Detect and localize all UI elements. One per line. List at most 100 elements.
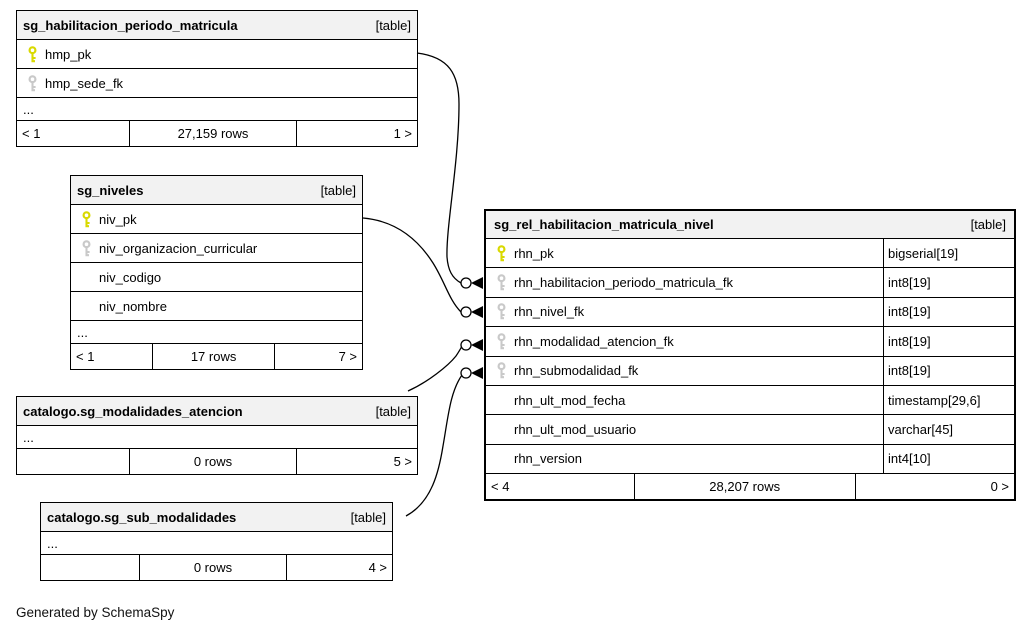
table-type-badge: [table]	[350, 509, 386, 525]
table-title-link[interactable]: sg_rel_habilitacion_matricula_nivel	[494, 217, 714, 232]
column-name: rhn_modalidad_atencion_fk	[514, 333, 674, 349]
foreign-key-icon	[497, 274, 506, 292]
column-name: rhn_ult_mod_fecha	[514, 392, 626, 408]
edge-modalidad-atencion	[407, 345, 463, 392]
primary-key-icon	[82, 210, 91, 228]
table-header: sg_rel_habilitacion_matricula_nivel [tab…	[486, 211, 1014, 238]
column-row: rhn_modalidad_atencion_fk int8[19]	[486, 326, 1014, 356]
table-footer: < 4 28,207 rows 0 >	[486, 473, 1014, 500]
column-row: rhn_nivel_fk int8[19]	[486, 296, 1014, 327]
column-row: rhn_ult_mod_fecha timestamp[29,6]	[486, 384, 1014, 415]
table-title-link[interactable]: catalogo.sg_modalidades_atencion	[23, 403, 243, 419]
column-row-ellipsis: ...	[71, 320, 362, 343]
column-type: timestamp[29,6]	[883, 385, 1014, 415]
column-type: int8[19]	[883, 268, 1014, 297]
column-name: niv_pk	[99, 211, 137, 227]
related-left-count: < 1	[22, 126, 41, 141]
table-footer: < 1 27,159 rows 1 >	[17, 120, 417, 146]
column-name: rhn_version	[514, 451, 582, 467]
row-count: 0 rows	[129, 449, 297, 474]
column-row: hmp_pk	[17, 39, 417, 68]
related-left-count: < 1	[76, 349, 95, 364]
table-title-link[interactable]: sg_niveles	[77, 182, 144, 198]
column-row: niv_organizacion_curricular	[71, 233, 362, 262]
column-row-ellipsis: ...	[41, 531, 392, 554]
related-right-count: 4 >	[368, 560, 387, 575]
related-left-count	[17, 449, 129, 474]
table-sg-niveles: sg_niveles [table] niv_pk niv_organizaci…	[70, 175, 363, 370]
row-count: 27,159 rows	[129, 121, 297, 146]
generated-by-note: Generated by SchemaSpy	[16, 605, 175, 620]
column-type: int8[19]	[883, 297, 1014, 327]
table-header: catalogo.sg_modalidades_atencion [table]	[17, 397, 417, 425]
column-name: ...	[47, 535, 58, 551]
column-name: niv_codigo	[99, 269, 162, 285]
fk-arrowhead	[471, 367, 483, 379]
row-count: 17 rows	[152, 344, 275, 369]
column-type: varchar[45]	[883, 415, 1014, 444]
related-right-count: 0 >	[990, 479, 1009, 495]
column-row-ellipsis: ...	[17, 97, 417, 120]
table-header: sg_habilitacion_periodo_matricula [table…	[17, 11, 417, 39]
primary-key-icon	[497, 244, 506, 262]
fk-circle	[460, 367, 472, 379]
column-name: rhn_habilitacion_periodo_matricula_fk	[514, 275, 733, 291]
column-name: rhn_pk	[514, 245, 554, 261]
fk-circle	[460, 277, 472, 289]
table-type-badge: [table]	[375, 17, 411, 33]
column-type: bigserial[19]	[883, 239, 1014, 268]
table-header: sg_niveles [table]	[71, 176, 362, 204]
column-name: hmp_sede_fk	[45, 75, 124, 91]
foreign-key-icon	[497, 333, 506, 350]
column-name: rhn_nivel_fk	[514, 304, 585, 320]
related-right-count: 7 >	[338, 349, 357, 364]
table-catalogo-sg-modalidades-atencion: catalogo.sg_modalidades_atencion [table]…	[16, 396, 418, 475]
table-title-link[interactable]: catalogo.sg_sub_modalidades	[47, 509, 237, 525]
edge-niv-pk	[362, 217, 462, 313]
column-name: niv_nombre	[99, 298, 167, 314]
foreign-key-icon	[497, 303, 506, 321]
column-name: ...	[23, 429, 34, 445]
column-type: int8[19]	[883, 327, 1014, 356]
table-footer: 0 rows 5 >	[17, 448, 417, 474]
column-name: rhn_submodalidad_fk	[514, 363, 639, 379]
table-type-badge: [table]	[375, 403, 411, 419]
table-sg-rel-habilitacion-matricula-nivel: sg_rel_habilitacion_matricula_nivel [tab…	[484, 209, 1016, 502]
table-catalogo-sg-sub-modalidades: catalogo.sg_sub_modalidades [table] ... …	[40, 502, 393, 581]
table-title-link[interactable]: sg_habilitacion_periodo_matricula	[23, 17, 238, 33]
column-name: hmp_pk	[45, 46, 92, 62]
table-header: catalogo.sg_sub_modalidades [table]	[41, 503, 392, 531]
related-right-count: 5 >	[393, 454, 412, 469]
foreign-key-icon	[28, 74, 37, 92]
column-name: ...	[77, 324, 88, 340]
column-type: int8[19]	[883, 356, 1014, 385]
related-left-count: < 4	[491, 479, 510, 495]
column-name: rhn_ult_mod_usuario	[514, 422, 637, 438]
foreign-key-icon	[82, 239, 91, 257]
column-row: niv_codigo	[71, 262, 362, 291]
column-row: niv_nombre	[71, 291, 362, 320]
column-row: niv_pk	[71, 204, 362, 233]
table-type-badge: [table]	[970, 217, 1006, 232]
column-row: hmp_sede_fk	[17, 68, 417, 97]
table-footer: < 1 17 rows 7 >	[71, 343, 362, 369]
column-row-ellipsis: ...	[17, 425, 417, 448]
fk-arrowhead	[471, 306, 483, 318]
column-row: rhn_ult_mod_usuario varchar[45]	[486, 414, 1014, 444]
related-right-count: 1 >	[393, 126, 412, 141]
fk-circle	[460, 339, 472, 351]
column-name: niv_organizacion_curricular	[99, 240, 258, 256]
table-footer: 0 rows 4 >	[41, 554, 392, 580]
edge-hmp-pk	[416, 52, 462, 284]
primary-key-icon	[28, 45, 37, 63]
column-row: rhn_version int4[10]	[486, 443, 1014, 474]
column-name: ...	[23, 101, 34, 117]
row-count: 0 rows	[139, 555, 287, 580]
row-count: 28,207 rows	[633, 474, 856, 500]
table-sg-habilitacion-periodo-matricula: sg_habilitacion_periodo_matricula [table…	[16, 10, 418, 147]
column-row: rhn_submodalidad_fk int8[19]	[486, 355, 1014, 385]
column-row: rhn_habilitacion_periodo_matricula_fk in…	[486, 267, 1014, 297]
fk-arrowhead	[471, 277, 483, 289]
column-row: rhn_pk bigserial[19]	[486, 238, 1014, 268]
